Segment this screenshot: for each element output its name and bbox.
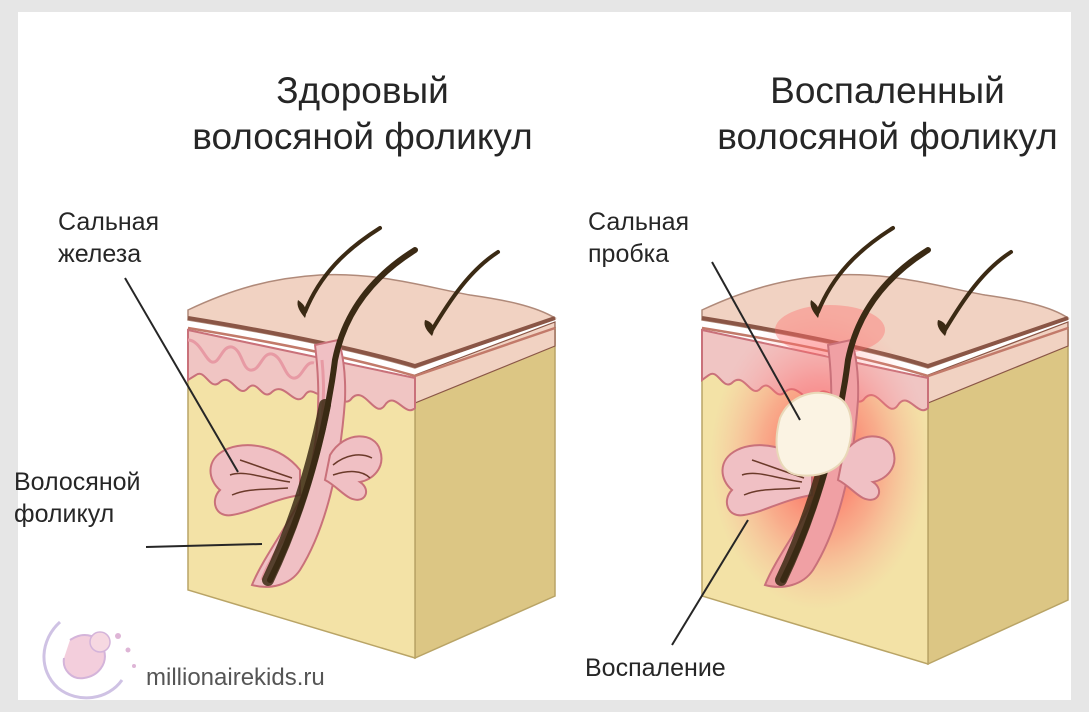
- inflamed-title-line1: Воспаленный: [690, 68, 1085, 114]
- label-sebaceous-plug: Сальная пробка: [588, 206, 689, 270]
- label-hair-follicle: Волосяной фоликул: [14, 466, 141, 530]
- label-follicle-line2: фоликул: [14, 498, 141, 530]
- label-sebaceous-gland: Сальная железа: [58, 206, 159, 270]
- label-plug-line2: пробка: [588, 238, 689, 270]
- label-follicle-line1: Волосяной: [14, 466, 141, 498]
- label-gland-line1: Сальная: [58, 206, 159, 238]
- inflamed-title-line2: волосяной фоликул: [690, 114, 1085, 160]
- sebaceous-plug: [777, 393, 852, 476]
- watermark-text: millionairekids.ru: [146, 664, 325, 692]
- label-plug-line1: Сальная: [588, 206, 689, 238]
- healthy-title-line1: Здоровый: [165, 68, 560, 114]
- healthy-title: Здоровый волосяной фоликул: [165, 68, 560, 160]
- label-gland-line2: железа: [58, 238, 159, 270]
- healthy-title-line2: волосяной фоликул: [165, 114, 560, 160]
- label-inflammation: Воспаление: [585, 652, 726, 684]
- inflamed-title: Воспаленный волосяной фоликул: [690, 68, 1085, 160]
